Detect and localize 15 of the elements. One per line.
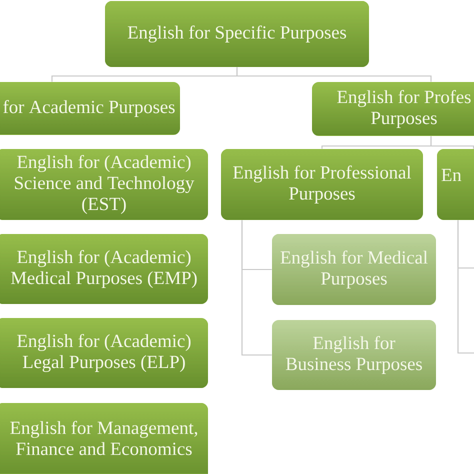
category-box: English for (Academic) Legal Purposes (ELP) (0, 318, 208, 388)
category-box: English for Specific Purposes (105, 1, 369, 67)
connector-line (430, 136, 474, 149)
category-box: English for (Academic) Medical Purposes (EMP) (0, 234, 208, 304)
category-box: English for (Academic) Science and Technology (EST) (0, 149, 208, 220)
category-box: English for Professional Purposes (221, 149, 423, 220)
connector-line (236, 67, 432, 82)
category-box: for Academic Purposes (0, 82, 180, 135)
category-box: English for Business Purposes (272, 320, 436, 390)
connector-line (457, 220, 474, 354)
category-box: En (437, 149, 474, 220)
category-box: English for Medical Purposes (272, 234, 436, 305)
category-box: English for Management, Finance and Economics (0, 403, 208, 474)
connector-line (241, 220, 272, 356)
category-box: English for Profes Purposes (312, 82, 474, 136)
